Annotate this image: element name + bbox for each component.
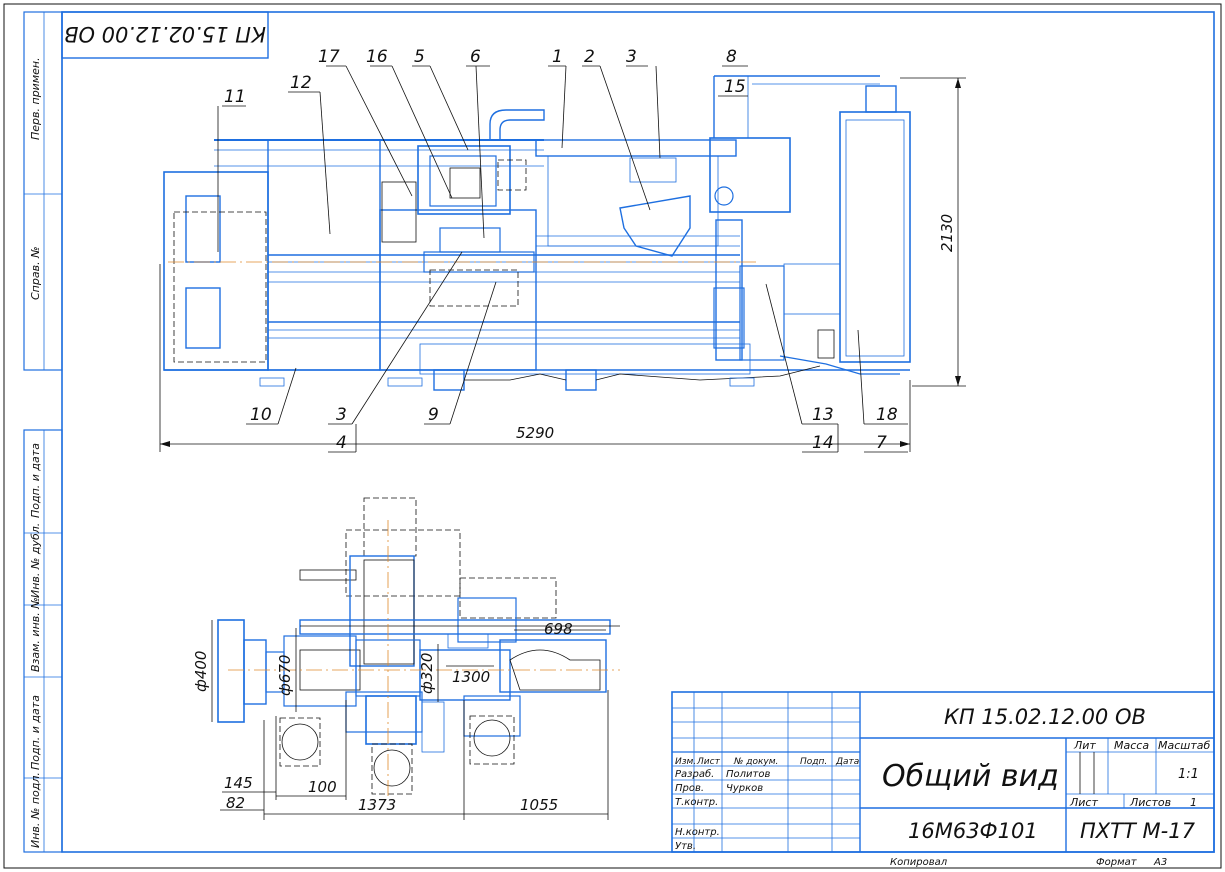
lathe-plan-view (217, 497, 620, 800)
title-head-date: Дата (835, 757, 859, 767)
dimension-145: 145 (224, 774, 253, 792)
title-col-scale: Масштаб (1158, 739, 1210, 752)
title-sheets-value: 1 (1190, 796, 1197, 809)
front-view-dimensions: 5290 2130 (159, 77, 966, 452)
dimension-d400: ф400 (192, 651, 210, 692)
title-col-mass: Масса (1114, 739, 1149, 752)
title-drawing-name: Общий вид (882, 759, 1059, 794)
title-model: 16М63Ф101 (908, 819, 1038, 843)
callout-14: 14 (812, 433, 834, 453)
title-role-developer: Разраб. (675, 768, 714, 780)
side-strip: Перв. примен. Справ. № Подп. и дата Инв.… (23, 11, 63, 853)
callout-7: 7 (876, 433, 887, 453)
title-copied: Копировал (890, 857, 948, 868)
side-field-label: Подп. и дата (29, 695, 42, 770)
callout-11: 11 (224, 87, 246, 107)
title-scale-value: 1:1 (1178, 767, 1199, 782)
top-stamp-text: КП 15.02.12.00 ОВ (64, 22, 266, 46)
lathe-front-view (163, 75, 911, 391)
plan-view-dimensions: ф400 ф670 ф320 1300 698 145 82 100 1373 … (192, 620, 609, 820)
callout-2: 2 (584, 47, 595, 67)
dimension-1373: 1373 (358, 796, 396, 814)
callout-3-top: 3 (626, 47, 637, 67)
title-role-approved: Утв. (675, 841, 696, 852)
side-field-label: Перв. примен. (29, 57, 42, 140)
dimension-length: 5290 (516, 424, 554, 442)
title-doc-number: КП 15.02.12.00 ОВ (944, 705, 1146, 729)
title-org: ПХТТ М-17 (1080, 819, 1196, 843)
callout-17: 17 (318, 47, 340, 67)
title-role-checker: Пров. (675, 783, 704, 794)
callout-15: 15 (724, 77, 746, 97)
title-head-list: Лист (696, 757, 721, 767)
title-head-sign: Подп. (800, 757, 827, 767)
side-field-label: Подп. и дата (29, 443, 42, 518)
side-field-label: Справ. № (29, 246, 42, 300)
dimension-698: 698 (544, 620, 573, 638)
title-role-ncontrol: Н.контр. (675, 827, 720, 838)
dimension-d670: ф670 (276, 655, 294, 696)
callout-18: 18 (876, 405, 898, 425)
title-sheets-label: Листов (1129, 796, 1171, 809)
title-role-tcontrol: Т.контр. (675, 797, 718, 808)
callout-9: 9 (428, 405, 439, 425)
callout-13: 13 (812, 405, 834, 425)
dimension-1055: 1055 (520, 796, 558, 814)
title-sheet-label: Лист (1069, 796, 1098, 809)
title-block: КП 15.02.12.00 ОВ Общий вид 16М63Ф101 ПХ… (671, 691, 1215, 868)
callout-1: 1 (552, 47, 563, 67)
dimension-100: 100 (308, 778, 337, 796)
title-format-value: А3 (1153, 857, 1167, 868)
top-stamp: КП 15.02.12.00 ОВ (61, 11, 269, 59)
title-name-developer: Политов (726, 769, 770, 780)
title-name-checker: Чурков (726, 783, 763, 794)
title-head-doc: № докум. (733, 757, 778, 767)
title-format-label: Формат (1096, 857, 1138, 868)
callout-16: 16 (366, 47, 388, 67)
callout-12: 12 (290, 73, 312, 93)
callout-4: 4 (336, 433, 347, 453)
side-field-label: Взам. инв. № (29, 597, 42, 672)
title-col-lit: Лит (1073, 739, 1096, 752)
callout-3-bottom: 3 (336, 405, 347, 425)
callout-8: 8 (726, 47, 737, 67)
title-head-izm: Изм. (675, 757, 696, 767)
callout-10: 10 (250, 405, 272, 425)
side-field-label: Инв. № дубл. (29, 523, 42, 598)
dimension-1300: 1300 (452, 668, 490, 686)
dimension-82: 82 (226, 794, 245, 812)
callout-5: 5 (414, 47, 425, 67)
dimension-d320: ф320 (418, 653, 436, 694)
callout-6: 6 (470, 47, 481, 67)
side-field-label: Инв. № подл. (29, 772, 42, 848)
dimension-height: 2130 (938, 214, 956, 252)
front-view-callouts: 17 16 5 6 1 2 3 8 15 11 12 10 3 4 9 13 1… (217, 47, 908, 453)
